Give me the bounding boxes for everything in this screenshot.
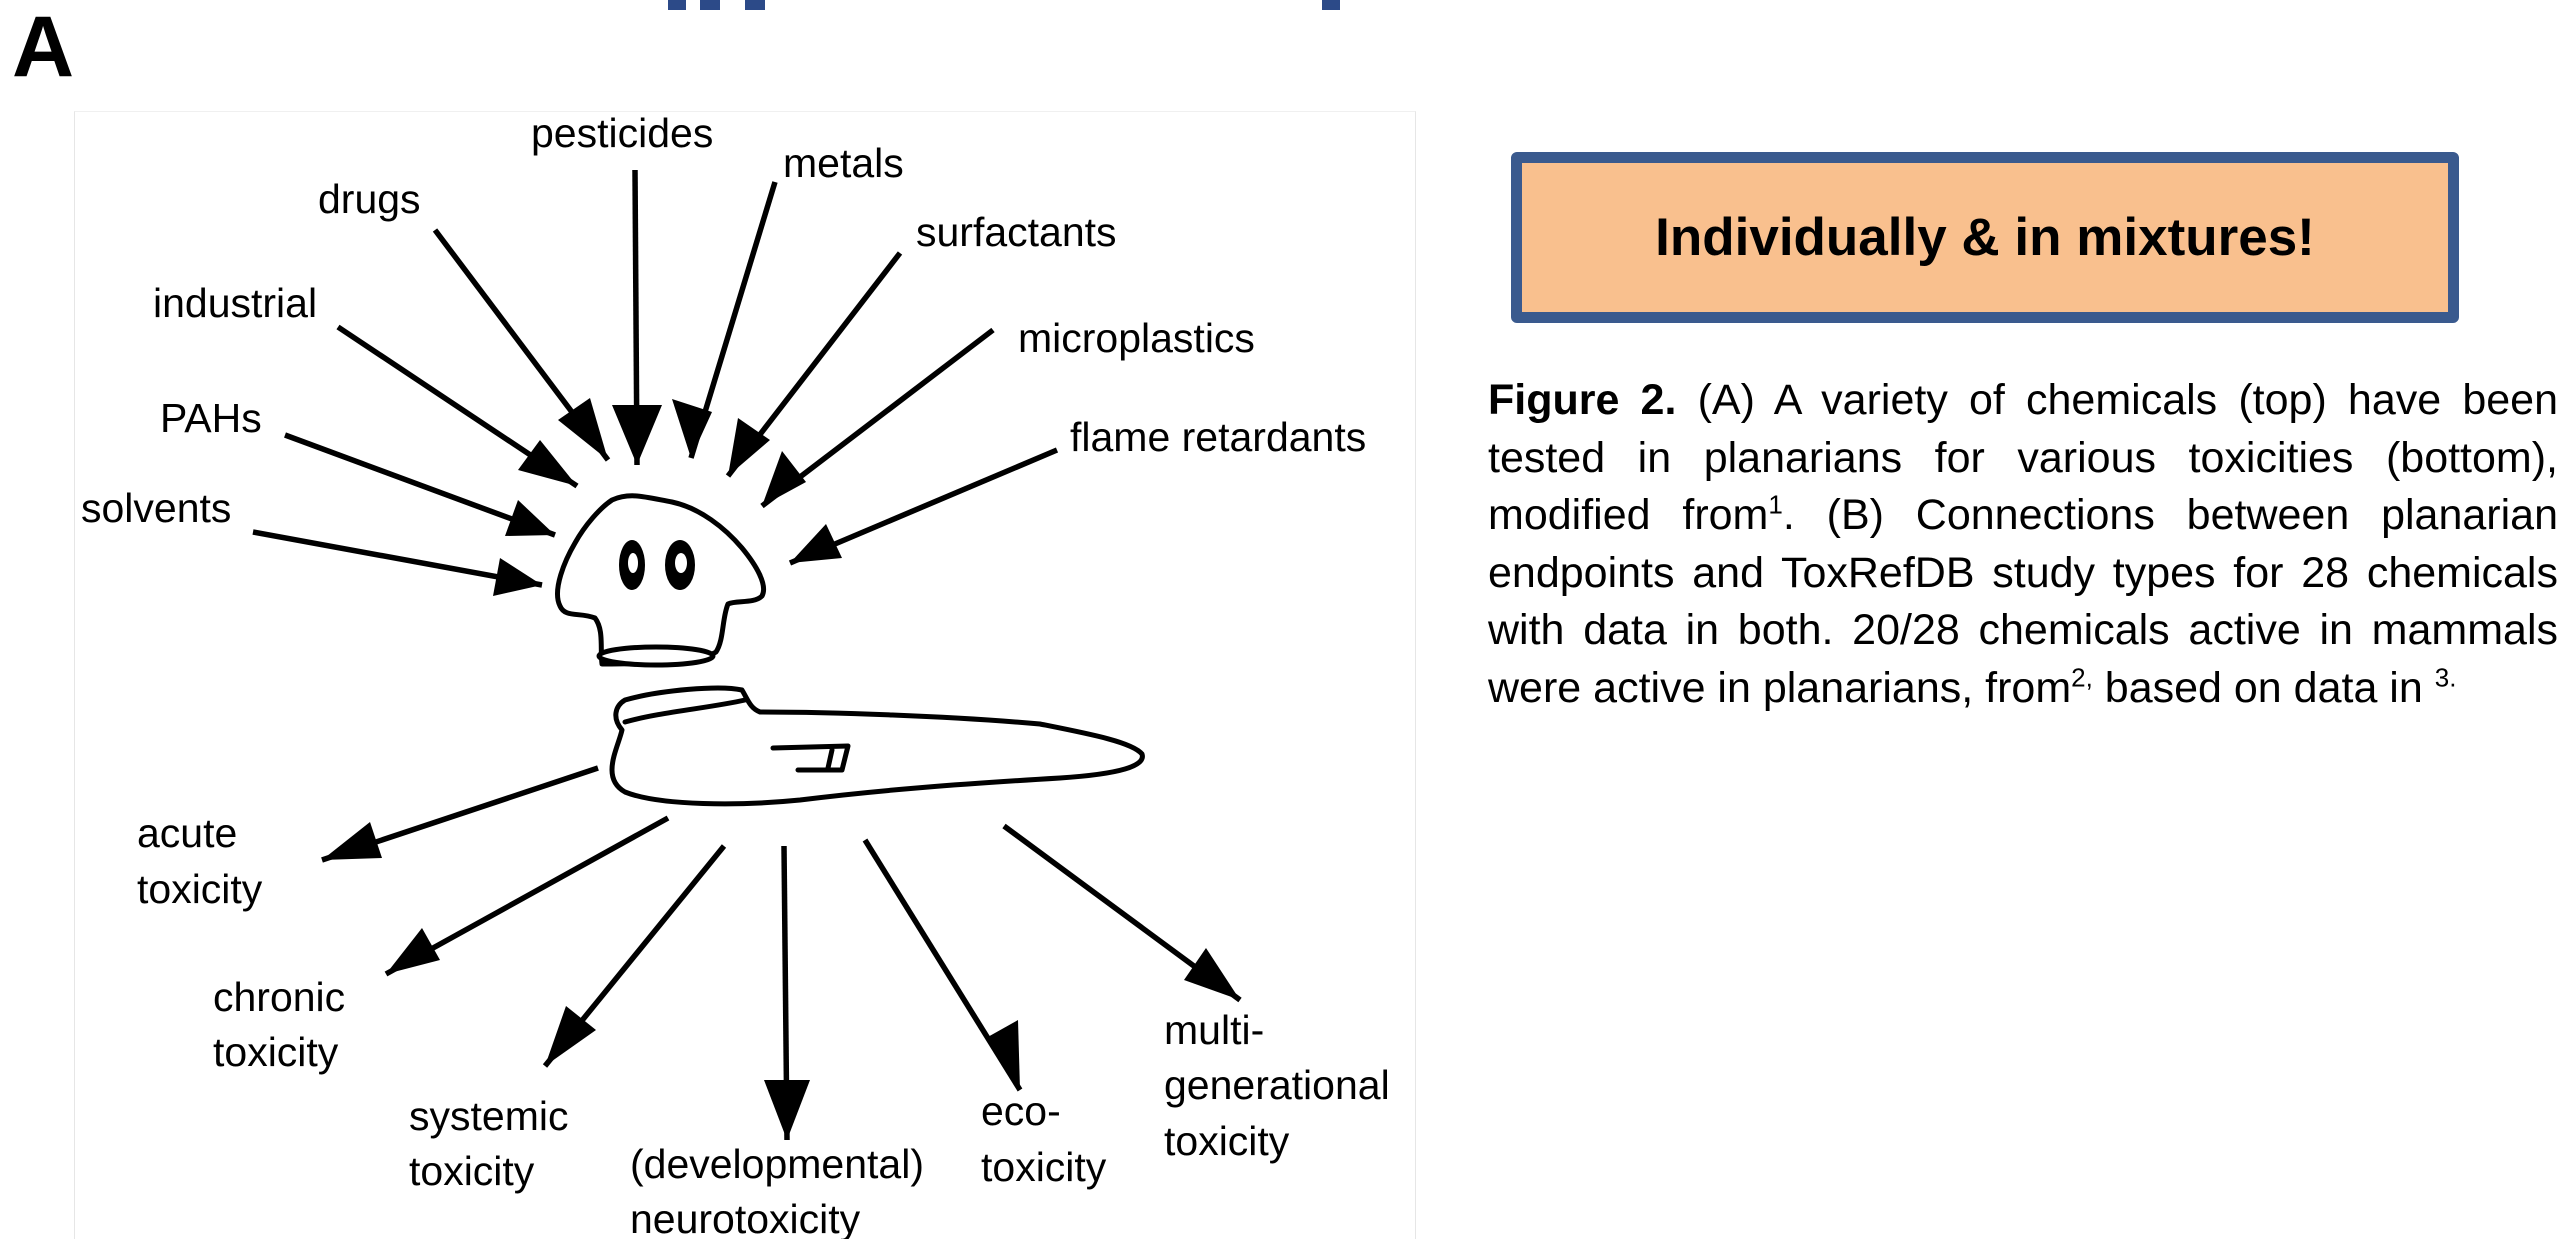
planarian-body-outline xyxy=(612,688,1142,804)
label-acute-line-1: acute xyxy=(137,810,237,856)
label-eco-line-2: toxicity xyxy=(981,1144,1107,1190)
label-solvents: solvents xyxy=(81,485,231,531)
arrowhead-acute-toxicity xyxy=(322,822,382,860)
label-drugs: drugs xyxy=(318,176,421,222)
caption-ref-3: 3. xyxy=(2435,662,2457,692)
arrowhead-pesticides xyxy=(612,405,662,465)
label-metals: metals xyxy=(783,140,904,186)
arrowhead-chronic-toxicity xyxy=(386,928,440,974)
caption-ref-1: 1 xyxy=(1768,490,1782,520)
arrowhead-pahs xyxy=(505,500,555,536)
arrowhead-industrial xyxy=(518,440,577,486)
label-multigen-line-1: multi- xyxy=(1164,1007,1264,1053)
caption-text-3: based on data in xyxy=(2093,664,2435,712)
label-multigen-line-3: toxicity xyxy=(1164,1118,1290,1164)
label-chronic-line-1: chronic xyxy=(213,974,345,1020)
label-multigen-line-2: generational xyxy=(1164,1062,1390,1108)
arrowhead-multigenerational-toxicity xyxy=(1184,948,1240,1000)
label-pahs: PAHs xyxy=(160,395,262,441)
label-acute-line-2: toxicity xyxy=(137,866,263,912)
toxicity-diagram: pesticides metals drugs surfactants indu… xyxy=(0,0,1420,1239)
callout-box: Individually & in mixtures! xyxy=(1511,152,2459,323)
caption-figure-label: Figure 2. xyxy=(1488,376,1676,424)
label-microplastics: microplastics xyxy=(1018,315,1255,361)
label-neuro-line-2: neurotoxicity xyxy=(630,1196,861,1239)
label-chronic-line-2: toxicity xyxy=(213,1029,339,1075)
arrowhead-flame-retardants xyxy=(790,524,842,563)
arrowhead-solvents xyxy=(493,558,542,596)
label-pesticides: pesticides xyxy=(531,110,713,156)
label-systemic-line-2: toxicity xyxy=(409,1148,535,1194)
planarian-head-outline xyxy=(558,496,764,664)
planarian-head-base xyxy=(599,647,713,665)
arrowhead-eco-toxicity xyxy=(986,1020,1020,1090)
label-industrial: industrial xyxy=(153,280,317,326)
figure-caption: Figure 2. (A) A variety of chemicals (to… xyxy=(1488,372,2558,717)
label-eco-line-1: eco- xyxy=(981,1088,1061,1134)
callout-text: Individually & in mixtures! xyxy=(1655,207,2315,268)
arrowhead-neurotoxicity xyxy=(764,1080,810,1140)
label-neuro-line-1: (developmental) xyxy=(630,1141,924,1187)
label-flame-retardants: flame retardants xyxy=(1070,414,1366,460)
caption-ref-2: 2, xyxy=(2071,662,2093,692)
arrowhead-microplastics xyxy=(762,451,806,506)
label-systemic-line-1: systemic xyxy=(409,1093,568,1139)
label-surfactants: surfactants xyxy=(916,209,1117,255)
